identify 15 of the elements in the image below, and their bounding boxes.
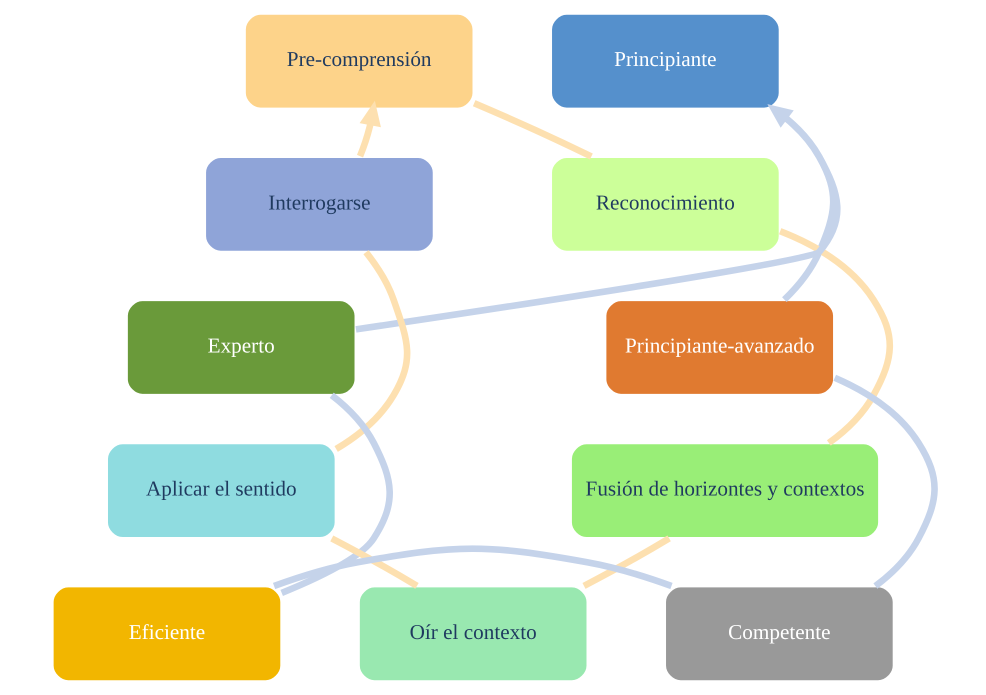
connector: [280, 392, 392, 596]
node-box: Oír el contexto: [356, 584, 589, 683]
connector: [272, 545, 672, 590]
connector: [582, 536, 670, 589]
arrow: [354, 104, 840, 333]
node-box: Experto: [124, 298, 357, 397]
connector: [778, 228, 893, 446]
connector: [472, 100, 592, 160]
node-box: Pre-comprensión: [242, 12, 475, 110]
arrow: [356, 100, 380, 158]
connector: [334, 250, 410, 452]
connector: [330, 535, 418, 589]
node-box: Principiante-avanzado: [603, 298, 836, 397]
connector: [832, 374, 938, 589]
node-box: Fusión de horizontes y contextos: [568, 442, 880, 540]
